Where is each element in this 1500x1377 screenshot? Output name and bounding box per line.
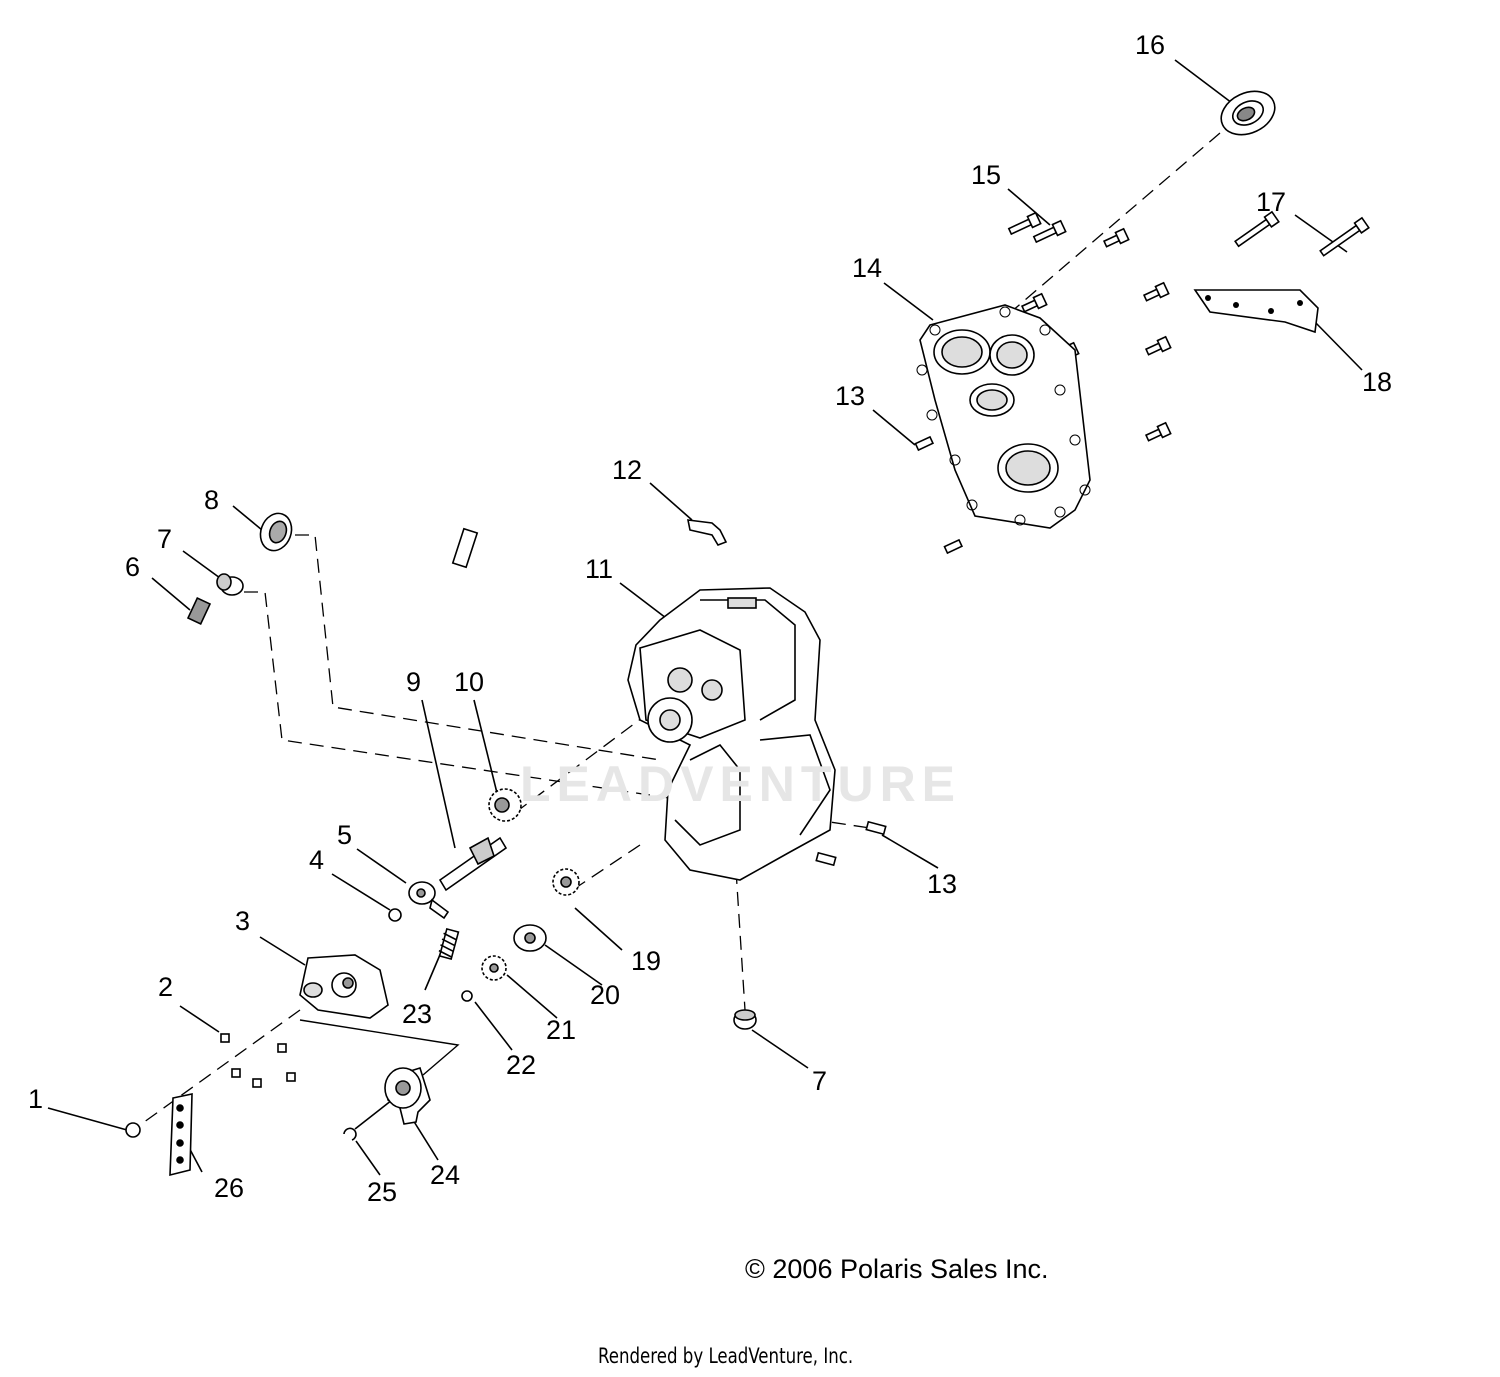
nut-part-1 bbox=[125, 1122, 141, 1138]
callout-15: 15 bbox=[971, 160, 1001, 190]
callout-19: 19 bbox=[631, 946, 661, 976]
seal-part-8 bbox=[259, 512, 293, 552]
callout-8: 8 bbox=[204, 485, 219, 515]
callout-6: 6 bbox=[125, 552, 140, 582]
parts bbox=[125, 90, 1370, 1177]
callout-23: 23 bbox=[402, 999, 432, 1029]
bearing-part-20 bbox=[513, 924, 547, 952]
callout-13-lower: 13 bbox=[927, 869, 957, 899]
lever-part-5 bbox=[408, 881, 450, 920]
plug-part-7-lower bbox=[733, 1009, 757, 1030]
spring-part-23 bbox=[438, 927, 460, 961]
gear-part-19 bbox=[552, 868, 580, 896]
callout-3: 3 bbox=[235, 906, 250, 936]
callout-16: 16 bbox=[1135, 30, 1165, 60]
bracket-part-18 bbox=[1193, 289, 1319, 334]
callout-7-lower: 7 bbox=[812, 1066, 827, 1096]
callout-26: 26 bbox=[214, 1173, 244, 1203]
leadventure-watermark: LEADVENTURE bbox=[520, 756, 962, 812]
housing-part-3 bbox=[299, 954, 389, 1019]
callout-20: 20 bbox=[590, 980, 620, 1010]
bracket-guide-line bbox=[299, 1019, 460, 1076]
pulley-part-24 bbox=[384, 1066, 431, 1125]
seal-part-16 bbox=[1220, 90, 1276, 136]
callout-7-upper: 7 bbox=[157, 524, 172, 554]
gear-part-21 bbox=[481, 955, 507, 981]
pin-part bbox=[451, 527, 479, 569]
cover-part-14 bbox=[916, 304, 1091, 529]
callout-13-upper: 13 bbox=[835, 381, 865, 411]
clip-part-25 bbox=[343, 1127, 357, 1141]
callout-2: 2 bbox=[158, 972, 173, 1002]
callout-18: 18 bbox=[1362, 367, 1392, 397]
copyright-notice: © 2006 Polaris Sales Inc. bbox=[745, 1254, 1049, 1284]
rendered-by-credit: Rendered by LeadVenture, Inc. bbox=[598, 1344, 854, 1368]
callout-14: 14 bbox=[852, 253, 882, 283]
callout-9: 9 bbox=[406, 667, 421, 697]
callout-21: 21 bbox=[546, 1015, 576, 1045]
gear-part-10 bbox=[488, 788, 522, 822]
screen-part-6 bbox=[186, 597, 212, 625]
washer-part-22 bbox=[461, 990, 473, 1002]
callout-1: 1 bbox=[28, 1084, 43, 1114]
callout-4: 4 bbox=[309, 845, 324, 875]
callout-22: 22 bbox=[506, 1050, 536, 1080]
bolts-part-2 bbox=[220, 1033, 296, 1088]
ring-part-4 bbox=[388, 908, 402, 922]
fitting-part-12 bbox=[686, 519, 728, 546]
link-part-26 bbox=[169, 1093, 193, 1177]
callout-11: 11 bbox=[585, 554, 613, 584]
plug-part-7-upper bbox=[216, 573, 244, 596]
callout-10: 10 bbox=[454, 667, 484, 697]
callout-labels: 1 2 3 4 5 6 7 7 8 9 10 11 12 13 13 14 15… bbox=[28, 30, 1392, 1207]
shaft-part-9 bbox=[438, 836, 508, 892]
callout-25: 25 bbox=[367, 1177, 397, 1207]
callout-12: 12 bbox=[612, 455, 642, 485]
callout-5: 5 bbox=[337, 820, 352, 850]
callout-17: 17 bbox=[1256, 187, 1286, 217]
leader-lines bbox=[47, 59, 1363, 1176]
case-part-11 bbox=[627, 587, 836, 881]
callout-24: 24 bbox=[430, 1160, 460, 1190]
